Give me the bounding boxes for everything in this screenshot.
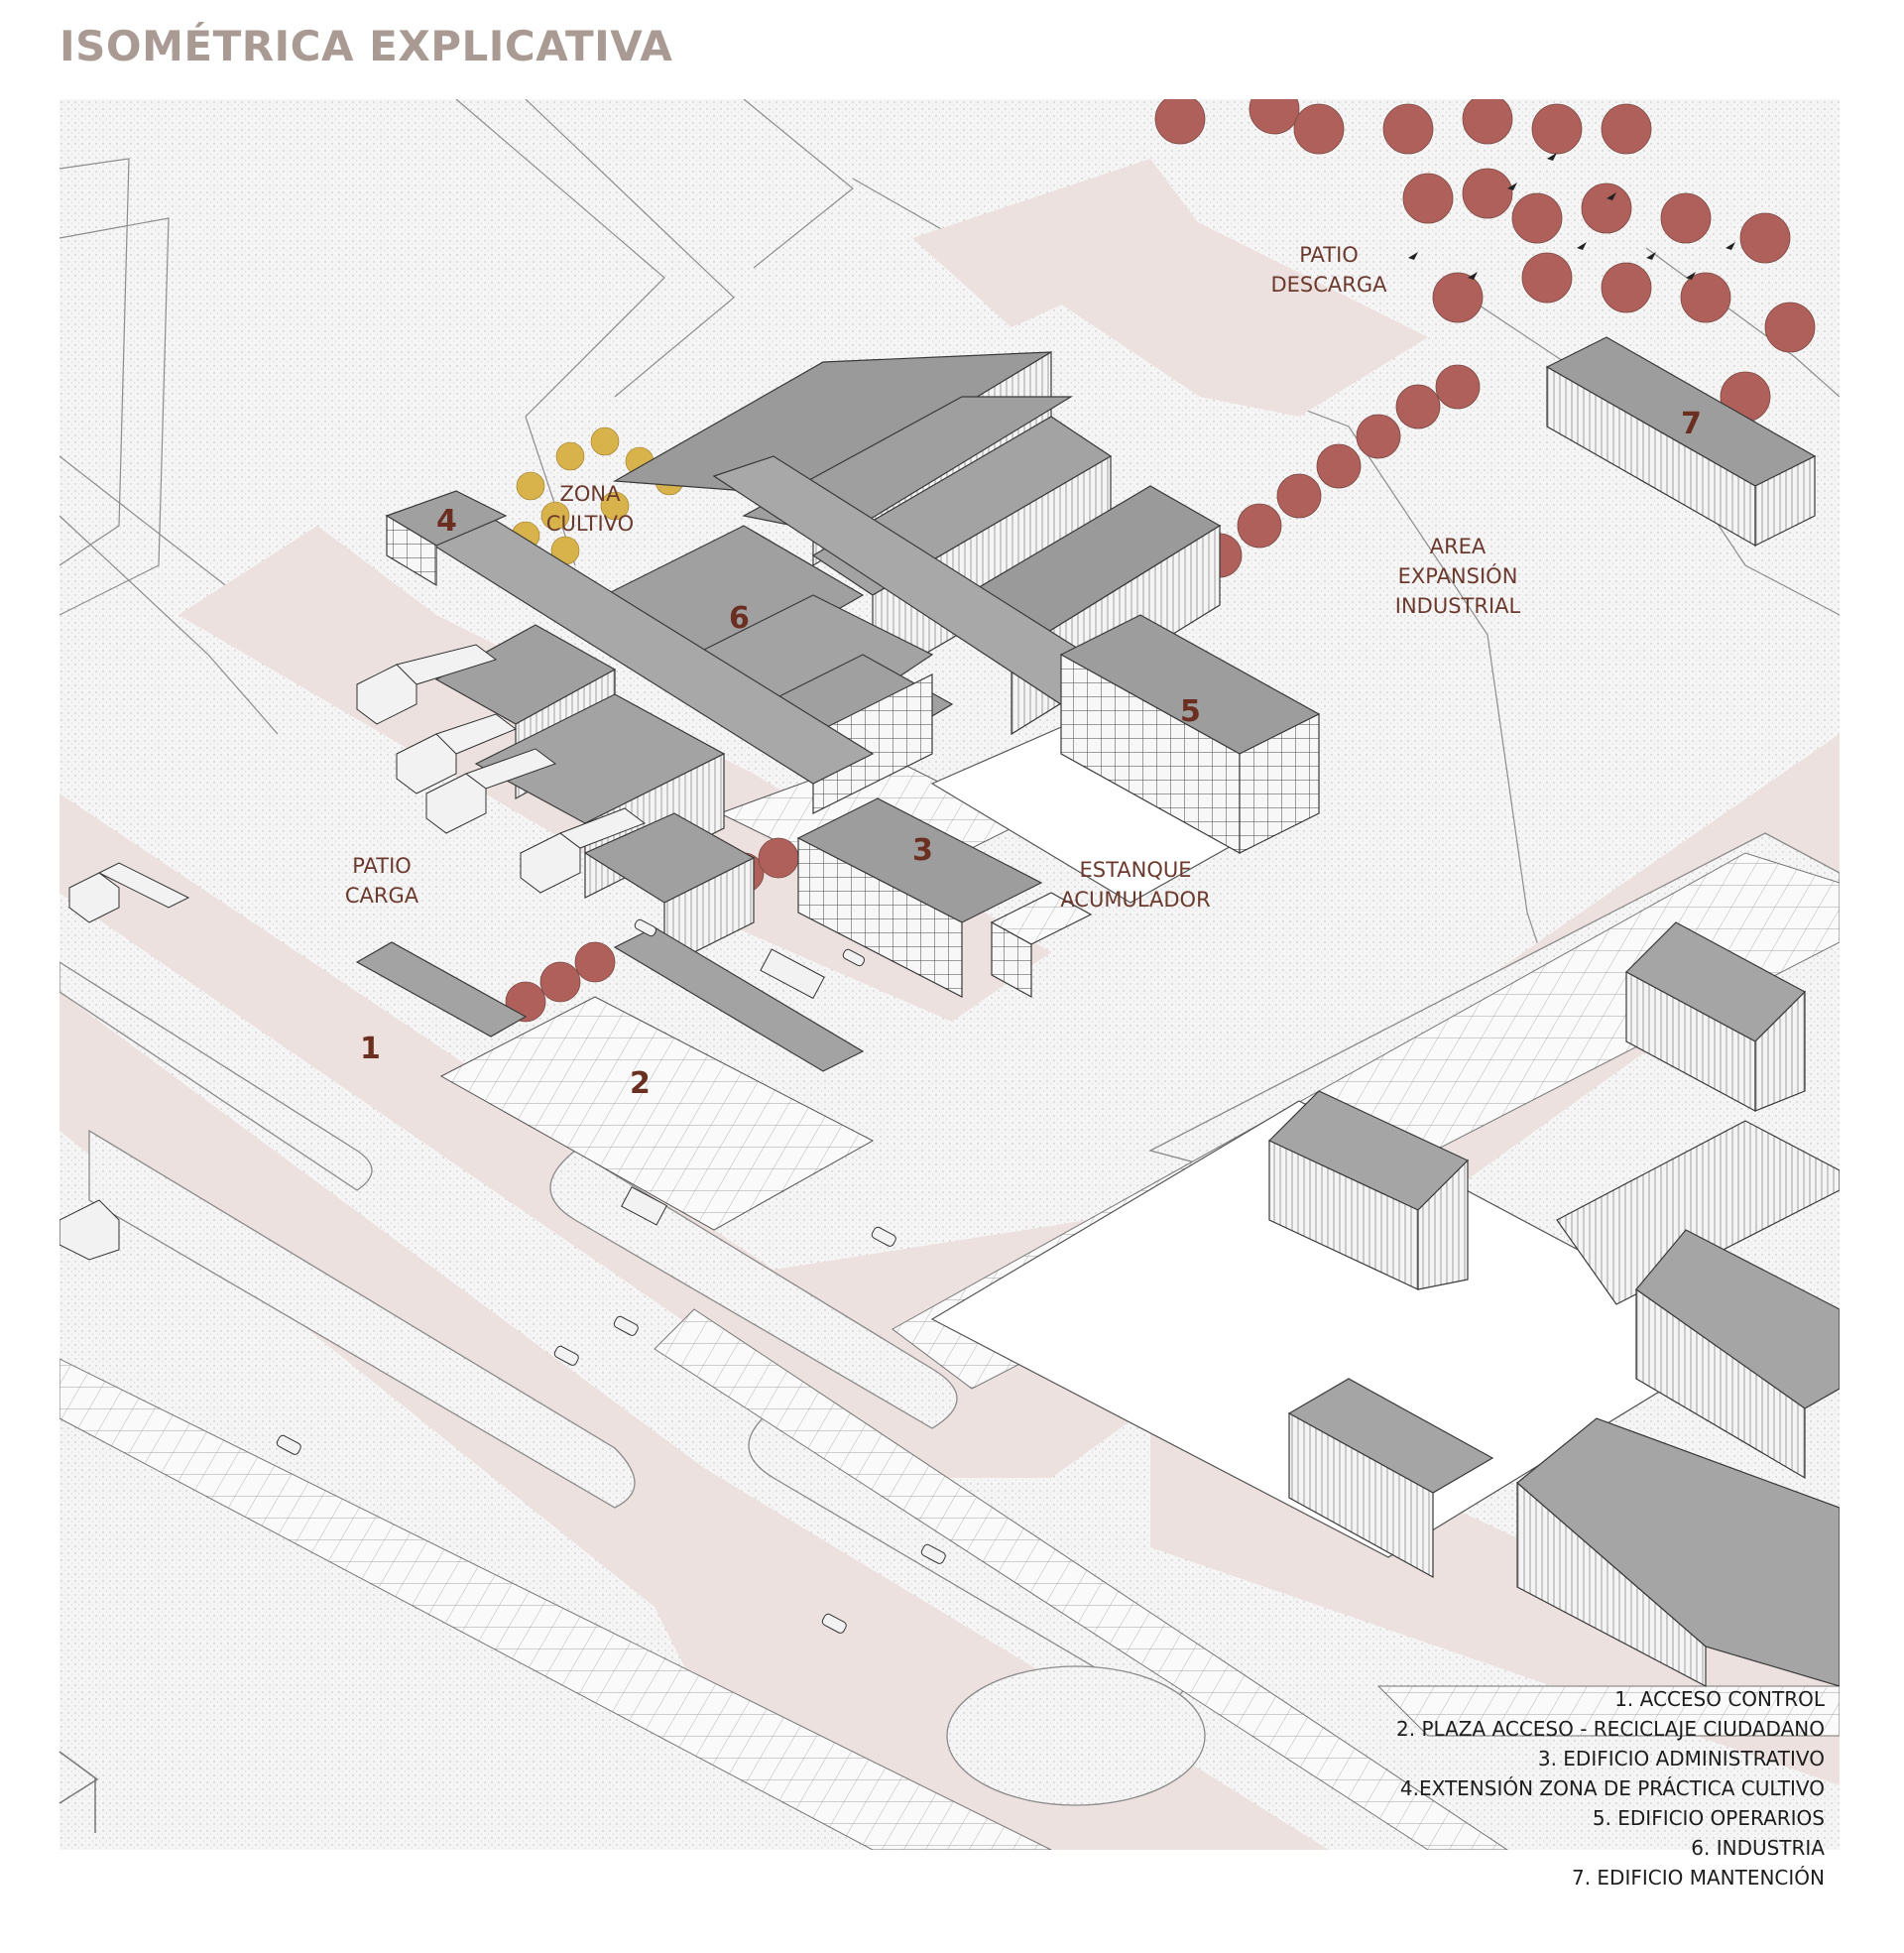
plan-drawing — [60, 99, 1840, 1850]
number-4: 4 — [436, 504, 457, 539]
legend: 1. ACCESO CONTROL 2. PLAZA ACCESO - RECI… — [1396, 1684, 1825, 1892]
vehicles — [60, 644, 946, 1634]
building-3 — [796, 797, 1093, 999]
label-zona-cultivo: ZONA CULTIVO — [545, 482, 635, 536]
number-6: 6 — [729, 601, 750, 636]
page-title: ISOMÉTRICA EXPLICATIVA — [60, 22, 673, 70]
legend-item: 5. EDIFICIO OPERARIOS — [1592, 1806, 1825, 1830]
canopies — [355, 926, 865, 1072]
legend-item: 6. INDUSTRIA — [1691, 1836, 1825, 1860]
loading-sheds — [434, 624, 756, 968]
houses — [1267, 921, 1840, 1687]
building-5 — [1059, 614, 1321, 855]
building-7 — [1545, 336, 1817, 548]
building-6-industria — [385, 350, 1222, 814]
north-arrow-icon — [59, 1751, 99, 1833]
number-3: 3 — [912, 833, 933, 868]
label-area-expansion: AREA EXPANSIÓN INDUSTRIAL — [1394, 535, 1521, 618]
legend-item: 1. ACCESO CONTROL — [1614, 1687, 1825, 1711]
building-4 — [385, 490, 508, 587]
legend-item: 7. EDIFICIO MANTENCIÓN — [1571, 1866, 1825, 1890]
legend-item: 4.EXTENSIÓN ZONA DE PRÁCTICA CULTIVO — [1399, 1776, 1825, 1800]
number-1: 1 — [360, 1032, 381, 1066]
legend-item: 3. EDIFICIO ADMINISTRATIVO — [1537, 1747, 1825, 1770]
label-estanque: ESTANQUE ACUMULADOR — [1060, 858, 1211, 912]
cultivo-trees — [511, 427, 684, 565]
label-patio-descarga: PATIO DESCARGA — [1270, 243, 1387, 297]
birds — [1408, 153, 1735, 280]
number-7: 7 — [1681, 407, 1702, 441]
number-5: 5 — [1180, 694, 1201, 729]
label-patio-carga: PATIO CARGA — [344, 854, 419, 908]
isometric-plan: PATIO DESCARGA ZONA CULTIVO AREA EXPANSI… — [60, 99, 1840, 1850]
number-2: 2 — [630, 1066, 651, 1101]
legend-item: 2. PLAZA ACCESO - RECICLAJE CIUDADANO — [1396, 1717, 1825, 1741]
